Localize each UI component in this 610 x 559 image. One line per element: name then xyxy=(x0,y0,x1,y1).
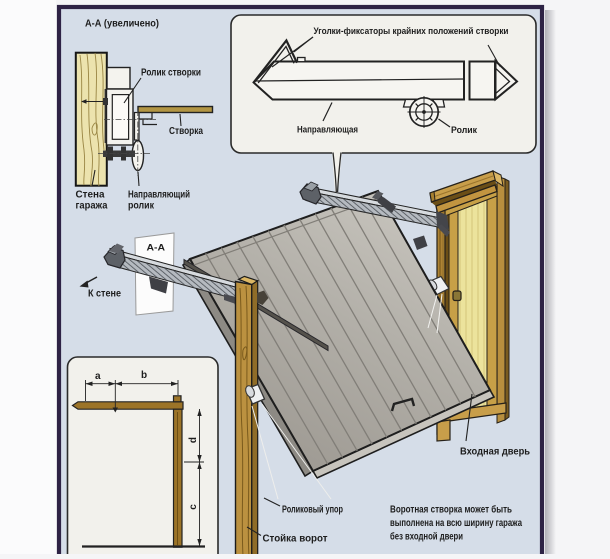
svg-text:Ролик створки: Ролик створки xyxy=(141,68,201,79)
svg-text:Ролик: Ролик xyxy=(451,125,477,136)
svg-text:Направляющая: Направляющая xyxy=(297,125,358,136)
svg-text:Уголки-фиксаторы крайних полож: Уголки-фиксаторы крайних положений створ… xyxy=(314,26,509,37)
svg-text:b: b xyxy=(141,370,147,381)
svg-text:Входная дверь: Входная дверь xyxy=(460,447,530,458)
svg-text:a: a xyxy=(95,371,101,382)
svg-text:выполнена на всю ширину гаража: выполнена на всю ширину гаража xyxy=(390,518,522,529)
svg-text:Воротная створка может быть: Воротная створка может быть xyxy=(390,505,512,516)
svg-text:К стене: К стене xyxy=(88,289,122,300)
svg-text:Роликовый упор: Роликовый упор xyxy=(282,505,343,516)
svg-text:Направляющий: Направляющий xyxy=(128,190,190,201)
svg-text:без входной двери: без входной двери xyxy=(390,532,463,543)
svg-text:Стойка ворот: Стойка ворот xyxy=(263,534,328,545)
svg-text:Стена: Стена xyxy=(76,190,106,201)
svg-text:А-А: А-А xyxy=(147,243,166,253)
svg-text:гаража: гаража xyxy=(76,201,109,212)
svg-text:c: c xyxy=(188,504,199,510)
svg-text:А-А (увеличено): А-А (увеличено) xyxy=(85,18,159,30)
svg-text:Створка: Створка xyxy=(169,126,203,137)
svg-text:d: d xyxy=(188,437,199,443)
svg-text:ролик: ролик xyxy=(128,201,154,212)
